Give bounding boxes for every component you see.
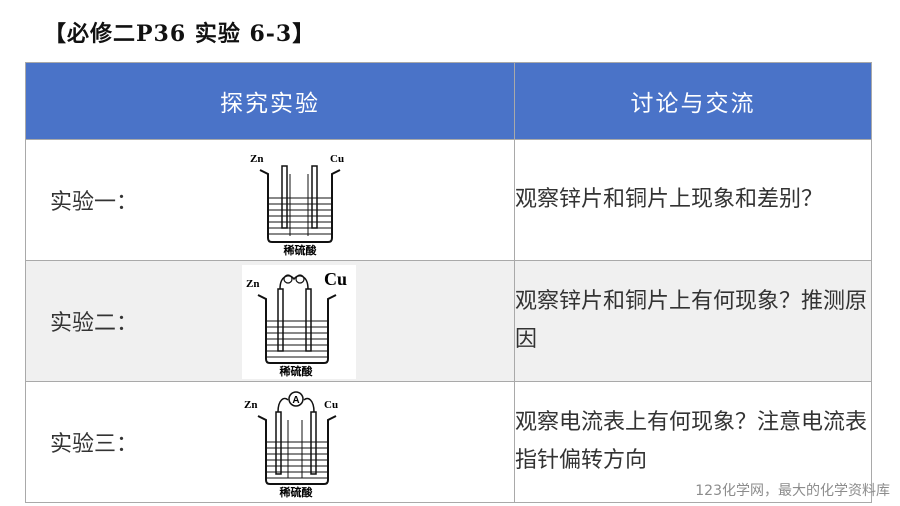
discussion-text: 观察锌片和铜片上有何现象？推测原因 — [514, 260, 872, 382]
beaker-svg: Zn Cu 稀硫酸 — [250, 153, 344, 257]
experiment-cell: 实验三： Zn Cu A — [25, 381, 515, 503]
electrode-label-left: Zn — [246, 278, 259, 290]
experiment-label: 实验一： — [50, 190, 139, 215]
electrode-label-left: Zn — [244, 399, 257, 411]
header-experiment: 探究实验 — [25, 62, 515, 140]
beaker-svg: Zn Cu 稀硫酸 — [246, 269, 347, 378]
experiment-label: 实验三： — [50, 432, 139, 457]
beaker-diagram: Zn Cu 稀硫酸 — [246, 144, 356, 258]
solution-label: 稀硫酸 — [280, 485, 314, 499]
solution-label: 稀硫酸 — [280, 364, 314, 378]
beaker-diagram: Zn Cu A — [242, 386, 352, 500]
table-row: 实验一： Zn Cu — [25, 139, 872, 261]
experiment-cell: 实验一： Zn Cu — [25, 139, 515, 261]
solution-label: 稀硫酸 — [284, 243, 318, 257]
experiment-label: 实验二： — [50, 311, 139, 336]
discussion-text: 观察电流表上有何现象？注意电流表指针偏转方向 — [514, 381, 872, 503]
experiment-cell: 实验二： Zn Cu — [25, 260, 515, 382]
experiment-table: 探究实验 讨论与交流 实验一： Zn Cu — [25, 62, 872, 503]
table-row: 实验二： Zn Cu — [25, 260, 872, 382]
electrode-label-left: Zn — [250, 153, 263, 165]
watermark: 123化学网，最大的化学资料库 — [695, 483, 890, 499]
beaker-svg: Zn Cu A — [244, 391, 338, 499]
electrode-label-right: Cu — [324, 399, 338, 411]
ammeter-icon — [288, 391, 304, 407]
discussion-text: 观察锌片和铜片上现象和差别？ — [514, 139, 872, 261]
beaker-diagram: Zn Cu 稀硫酸 — [242, 265, 356, 379]
electrode-label-right: Cu — [330, 153, 344, 165]
header-discussion: 讨论与交流 — [514, 62, 872, 140]
electrode-label-right: Cu — [324, 269, 347, 289]
page-title: 【必修二P36 实验 6-3】 — [44, 21, 316, 47]
table-row: 实验三： Zn Cu A — [25, 381, 872, 503]
ammeter-symbol: A — [292, 395, 299, 406]
table-header-row: 探究实验 讨论与交流 — [25, 62, 872, 140]
